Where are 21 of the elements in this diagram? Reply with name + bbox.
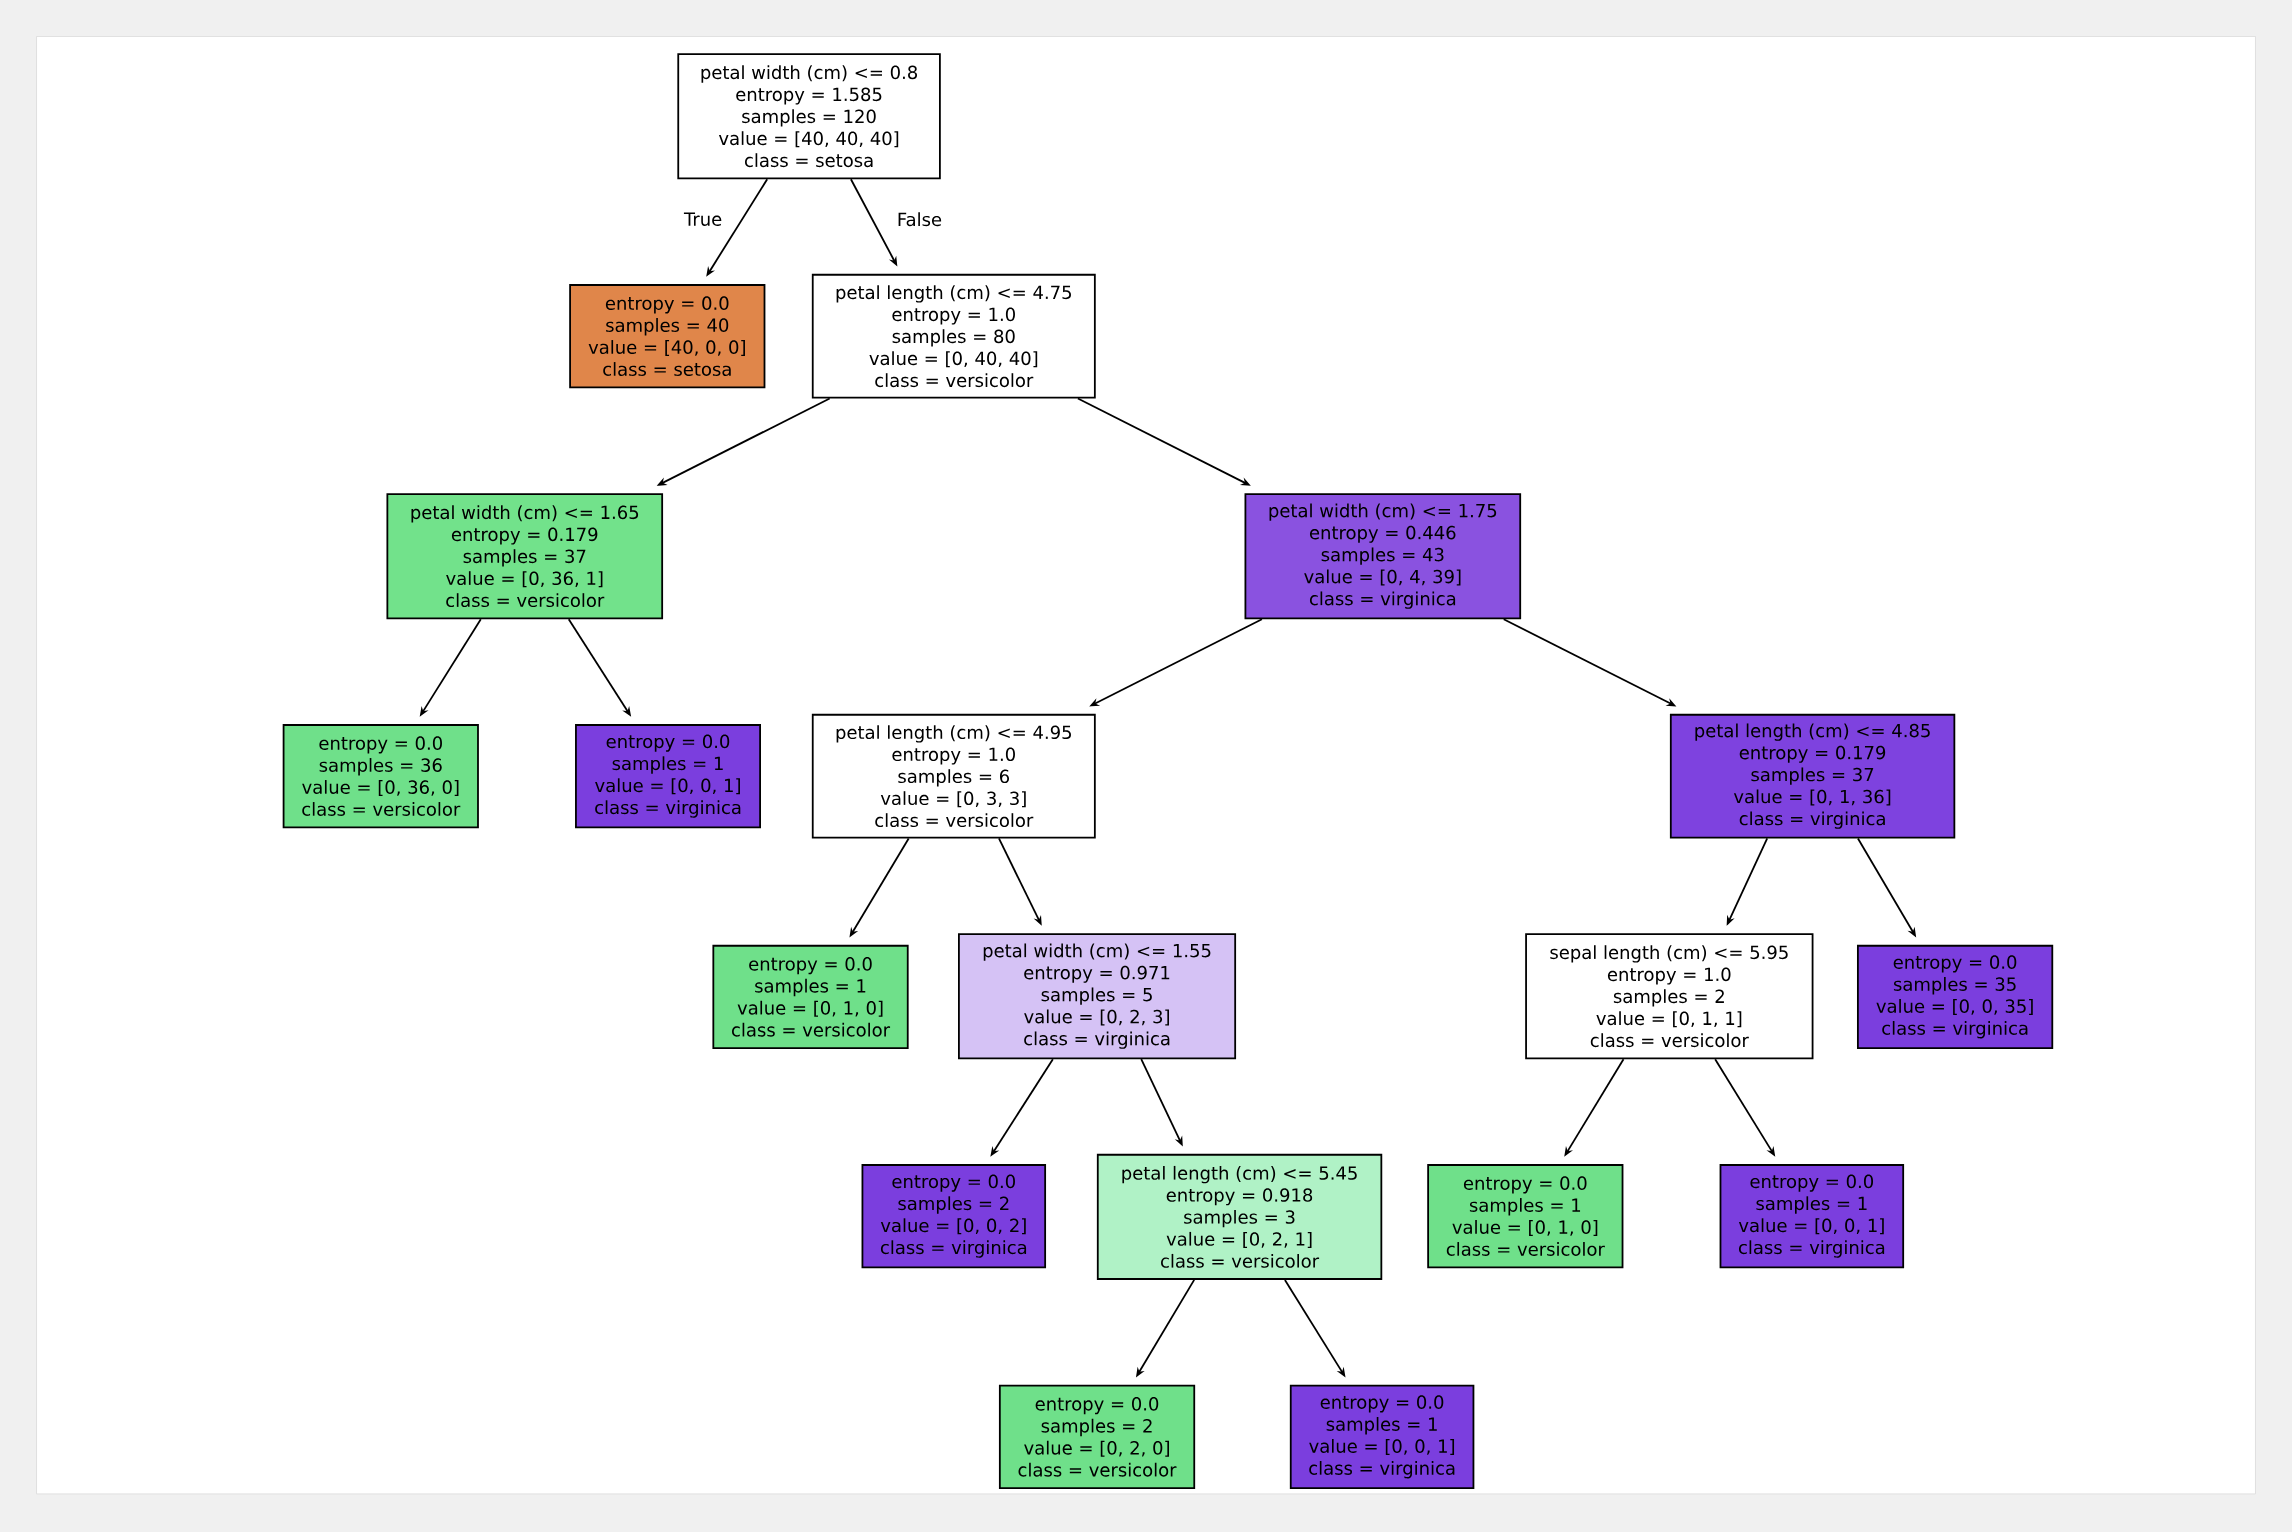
split-box: petal length (cm) <= 5.45 entropy = 0.918 samples = 3 value = [0, 2, 1] class = versicolor bbox=[1096, 1153, 1383, 1280]
edge-label: True bbox=[683, 212, 722, 226]
leaf-box: entropy = 0.0 samples = 1 value = [0, 0, 1] class = virginica bbox=[1719, 1164, 1905, 1269]
leaf-box: entropy = 0.0 samples = 1 value = [0, 0, 1] class = virginica bbox=[575, 724, 761, 829]
leaf-box: entropy = 0.0 samples = 2 value = [0, 0, 2] class = virginica bbox=[861, 1164, 1047, 1269]
edge-label: False bbox=[898, 212, 942, 227]
leaf-box: entropy = 0.0 samples = 1 value = [0, 1, 0] class = versicolor bbox=[1427, 1164, 1624, 1269]
leaf-box: entropy = 0.0 samples = 36 value = [0, 36, 0] class = versicolor bbox=[282, 724, 479, 829]
split-box: petal length (cm) <= 4.75 entropy = 1.0 samples = 80 value = [0, 40, 40] class = versicolor bbox=[811, 273, 1096, 399]
leaf-box: entropy = 0.0 samples = 1 value = [0, 0, 1] class = virginica bbox=[1289, 1384, 1475, 1489]
split-box: petal width (cm) <= 1.75 entropy = 0.446 samples = 43 value = [0, 4, 39] class = virginica bbox=[1244, 493, 1522, 620]
split-box: petal width (cm) <= 0.8 entropy = 1.585 samples = 120 value = [40, 40, 40] class = setosa bbox=[677, 53, 941, 180]
leaf-box: entropy = 0.0 samples = 40 value = [40, 0, 0] class = setosa bbox=[569, 284, 766, 389]
split-box: sepal length (cm) <= 5.95 entropy = 1.0 samples = 2 value = [0, 1, 1] class = versicolor bbox=[1525, 933, 1814, 1060]
split-box: petal width (cm) <= 1.65 entropy = 0.179 samples = 37 value = [0, 36, 1] class = versicolor bbox=[386, 493, 664, 620]
leaf-box: entropy = 0.0 samples = 1 value = [0, 1, 0] class = versicolor bbox=[712, 944, 909, 1049]
leaf-box: entropy = 0.0 samples = 35 value = [0, 0, 35] class = virginica bbox=[1857, 944, 2054, 1049]
split-box: petal length (cm) <= 4.85 entropy = 0.179 samples = 37 value = [0, 1, 36] class = virginica bbox=[1669, 713, 1956, 839]
split-box: petal length (cm) <= 4.95 entropy = 1.0 samples = 6 value = [0, 3, 3] class = versicolor bbox=[811, 713, 1096, 839]
split-box: petal width (cm) <= 1.55 entropy = 0.971 samples = 5 value = [0, 2, 3] class = virginica bbox=[958, 933, 1237, 1060]
leaf-box: entropy = 0.0 samples = 2 value = [0, 2, 0] class = versicolor bbox=[998, 1384, 1196, 1489]
